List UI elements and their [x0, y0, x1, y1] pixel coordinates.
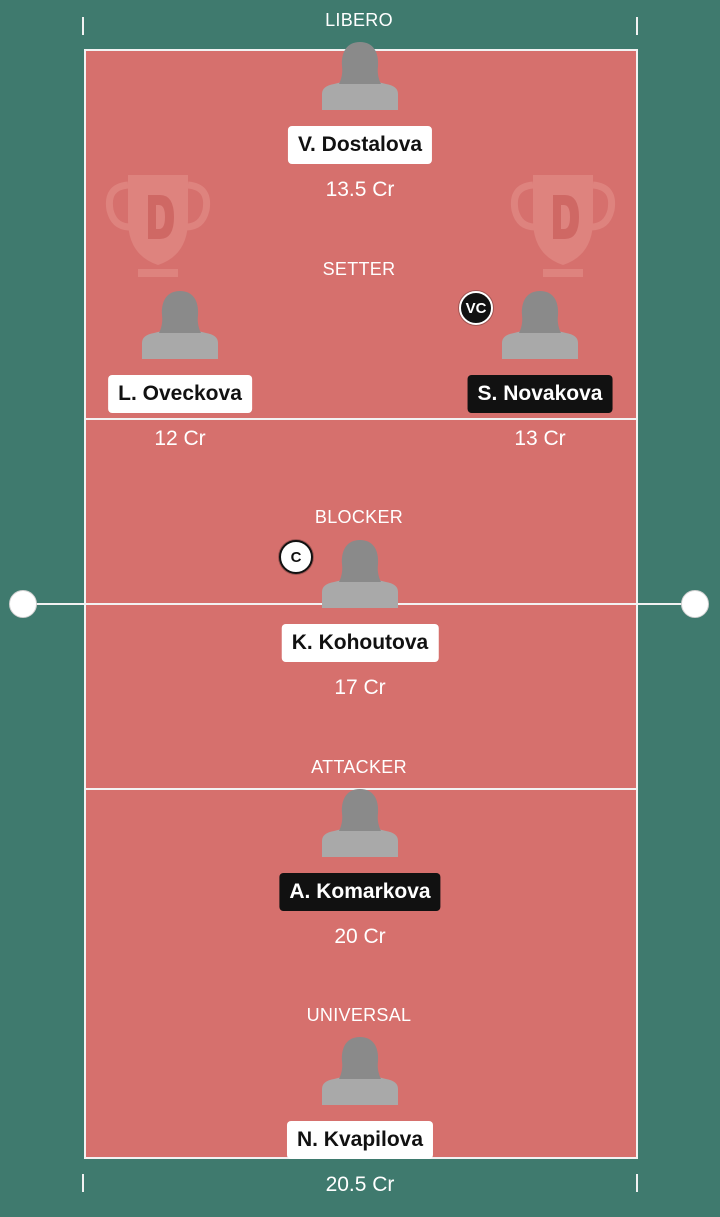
player-name: N. Kvapilova	[286, 1121, 434, 1159]
player-credits: 20 Cr	[334, 925, 386, 948]
player-credits: 12 Cr	[154, 427, 206, 450]
player-name: S. Novakova	[467, 375, 613, 413]
player-card-universal[interactable]: N. Kvapilova 20.5 Cr	[260, 1035, 460, 1196]
court-line-attacker	[84, 788, 638, 790]
player-credits: 17 Cr	[334, 676, 386, 699]
net-post-right	[681, 590, 709, 618]
captain-badge: C	[279, 540, 313, 574]
court-tick	[636, 1174, 638, 1192]
player-silhouette-icon	[322, 1037, 398, 1105]
player-silhouette-icon	[322, 42, 398, 110]
net-post-left	[9, 590, 37, 618]
court-tick	[82, 17, 84, 35]
player-card-setter-left[interactable]: L. Oveckova 12 Cr	[80, 289, 280, 450]
player-name: K. Kohoutova	[281, 624, 439, 662]
player-card-attacker[interactable]: A. Komarkova 20 Cr	[260, 787, 460, 948]
player-silhouette-icon	[142, 291, 218, 359]
player-credits: 13.5 Cr	[325, 178, 395, 201]
vice-captain-badge: VC	[459, 291, 493, 325]
player-card-libero[interactable]: V. Dostalova 13.5 Cr	[260, 40, 460, 201]
role-label-attacker: ATTACKER	[311, 757, 407, 777]
role-label-libero: LIBERO	[325, 10, 393, 30]
player-silhouette-icon	[502, 291, 578, 359]
trophy-logo-icon	[105, 175, 211, 277]
player-name: A. Komarkova	[279, 873, 441, 911]
player-credits: 13 Cr	[514, 427, 566, 450]
player-silhouette-icon	[322, 789, 398, 857]
role-label-universal: UNIVERSAL	[306, 1005, 412, 1025]
court-line-setter	[84, 418, 638, 420]
player-silhouette-icon	[322, 540, 398, 608]
player-card-setter-right[interactable]: S. Novakova 13 Cr	[440, 289, 640, 450]
role-label-setter: SETTER	[322, 259, 396, 279]
player-card-blocker[interactable]: K. Kohoutova 17 Cr	[260, 538, 460, 699]
role-label-blocker: BLOCKER	[314, 507, 404, 527]
player-credits: 20.5 Cr	[325, 1173, 395, 1196]
player-name: V. Dostalova	[287, 126, 433, 164]
player-name: L. Oveckova	[108, 375, 252, 413]
trophy-logo-icon	[510, 175, 616, 277]
court-tick	[636, 17, 638, 35]
court-tick	[82, 1174, 84, 1192]
